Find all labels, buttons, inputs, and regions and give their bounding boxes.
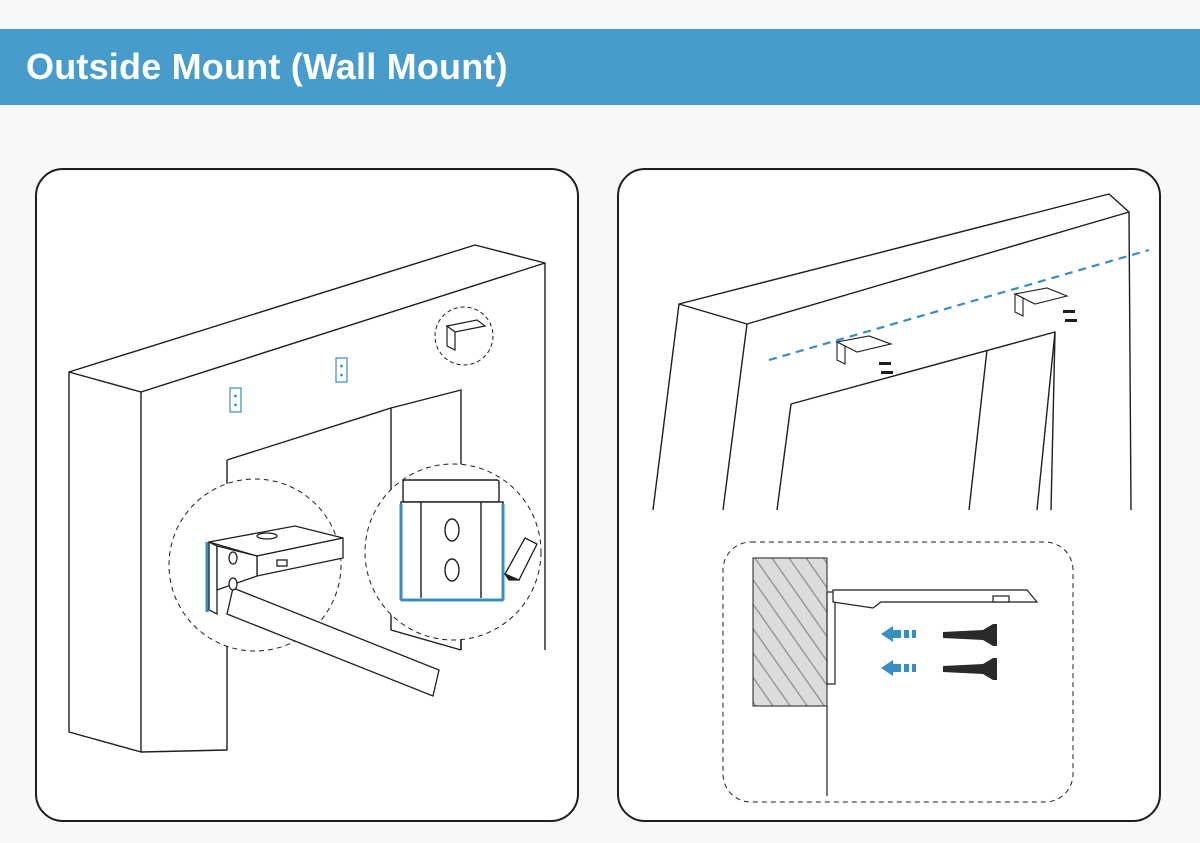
zoom-circle-icon xyxy=(434,306,494,366)
small-screws xyxy=(879,310,1077,374)
mini-bracket-icon xyxy=(445,319,487,351)
bracket-mark-holes xyxy=(234,364,343,407)
wall-section-icon xyxy=(752,557,828,707)
level-line-icon xyxy=(768,248,1150,362)
pencil-icon xyxy=(504,537,538,581)
bracket-marks xyxy=(229,357,348,413)
arrow-left-icon xyxy=(881,626,916,676)
window-frame-icon xyxy=(652,193,1132,511)
bracket-side-icon xyxy=(826,589,1039,685)
bracket-front-icon xyxy=(400,479,504,601)
left-illustration xyxy=(68,244,546,753)
header-bar: Outside Mount (Wall Mount) xyxy=(0,29,1200,105)
level-strip xyxy=(226,587,440,697)
right-illustration xyxy=(652,193,1150,803)
right-instruction-panel xyxy=(617,168,1161,822)
left-instruction-panel xyxy=(35,168,579,822)
top-brackets xyxy=(835,287,1069,365)
mounting-bracket-icon xyxy=(208,525,344,616)
page-title: Outside Mount (Wall Mount) xyxy=(26,46,508,87)
screw-icon xyxy=(943,624,997,680)
